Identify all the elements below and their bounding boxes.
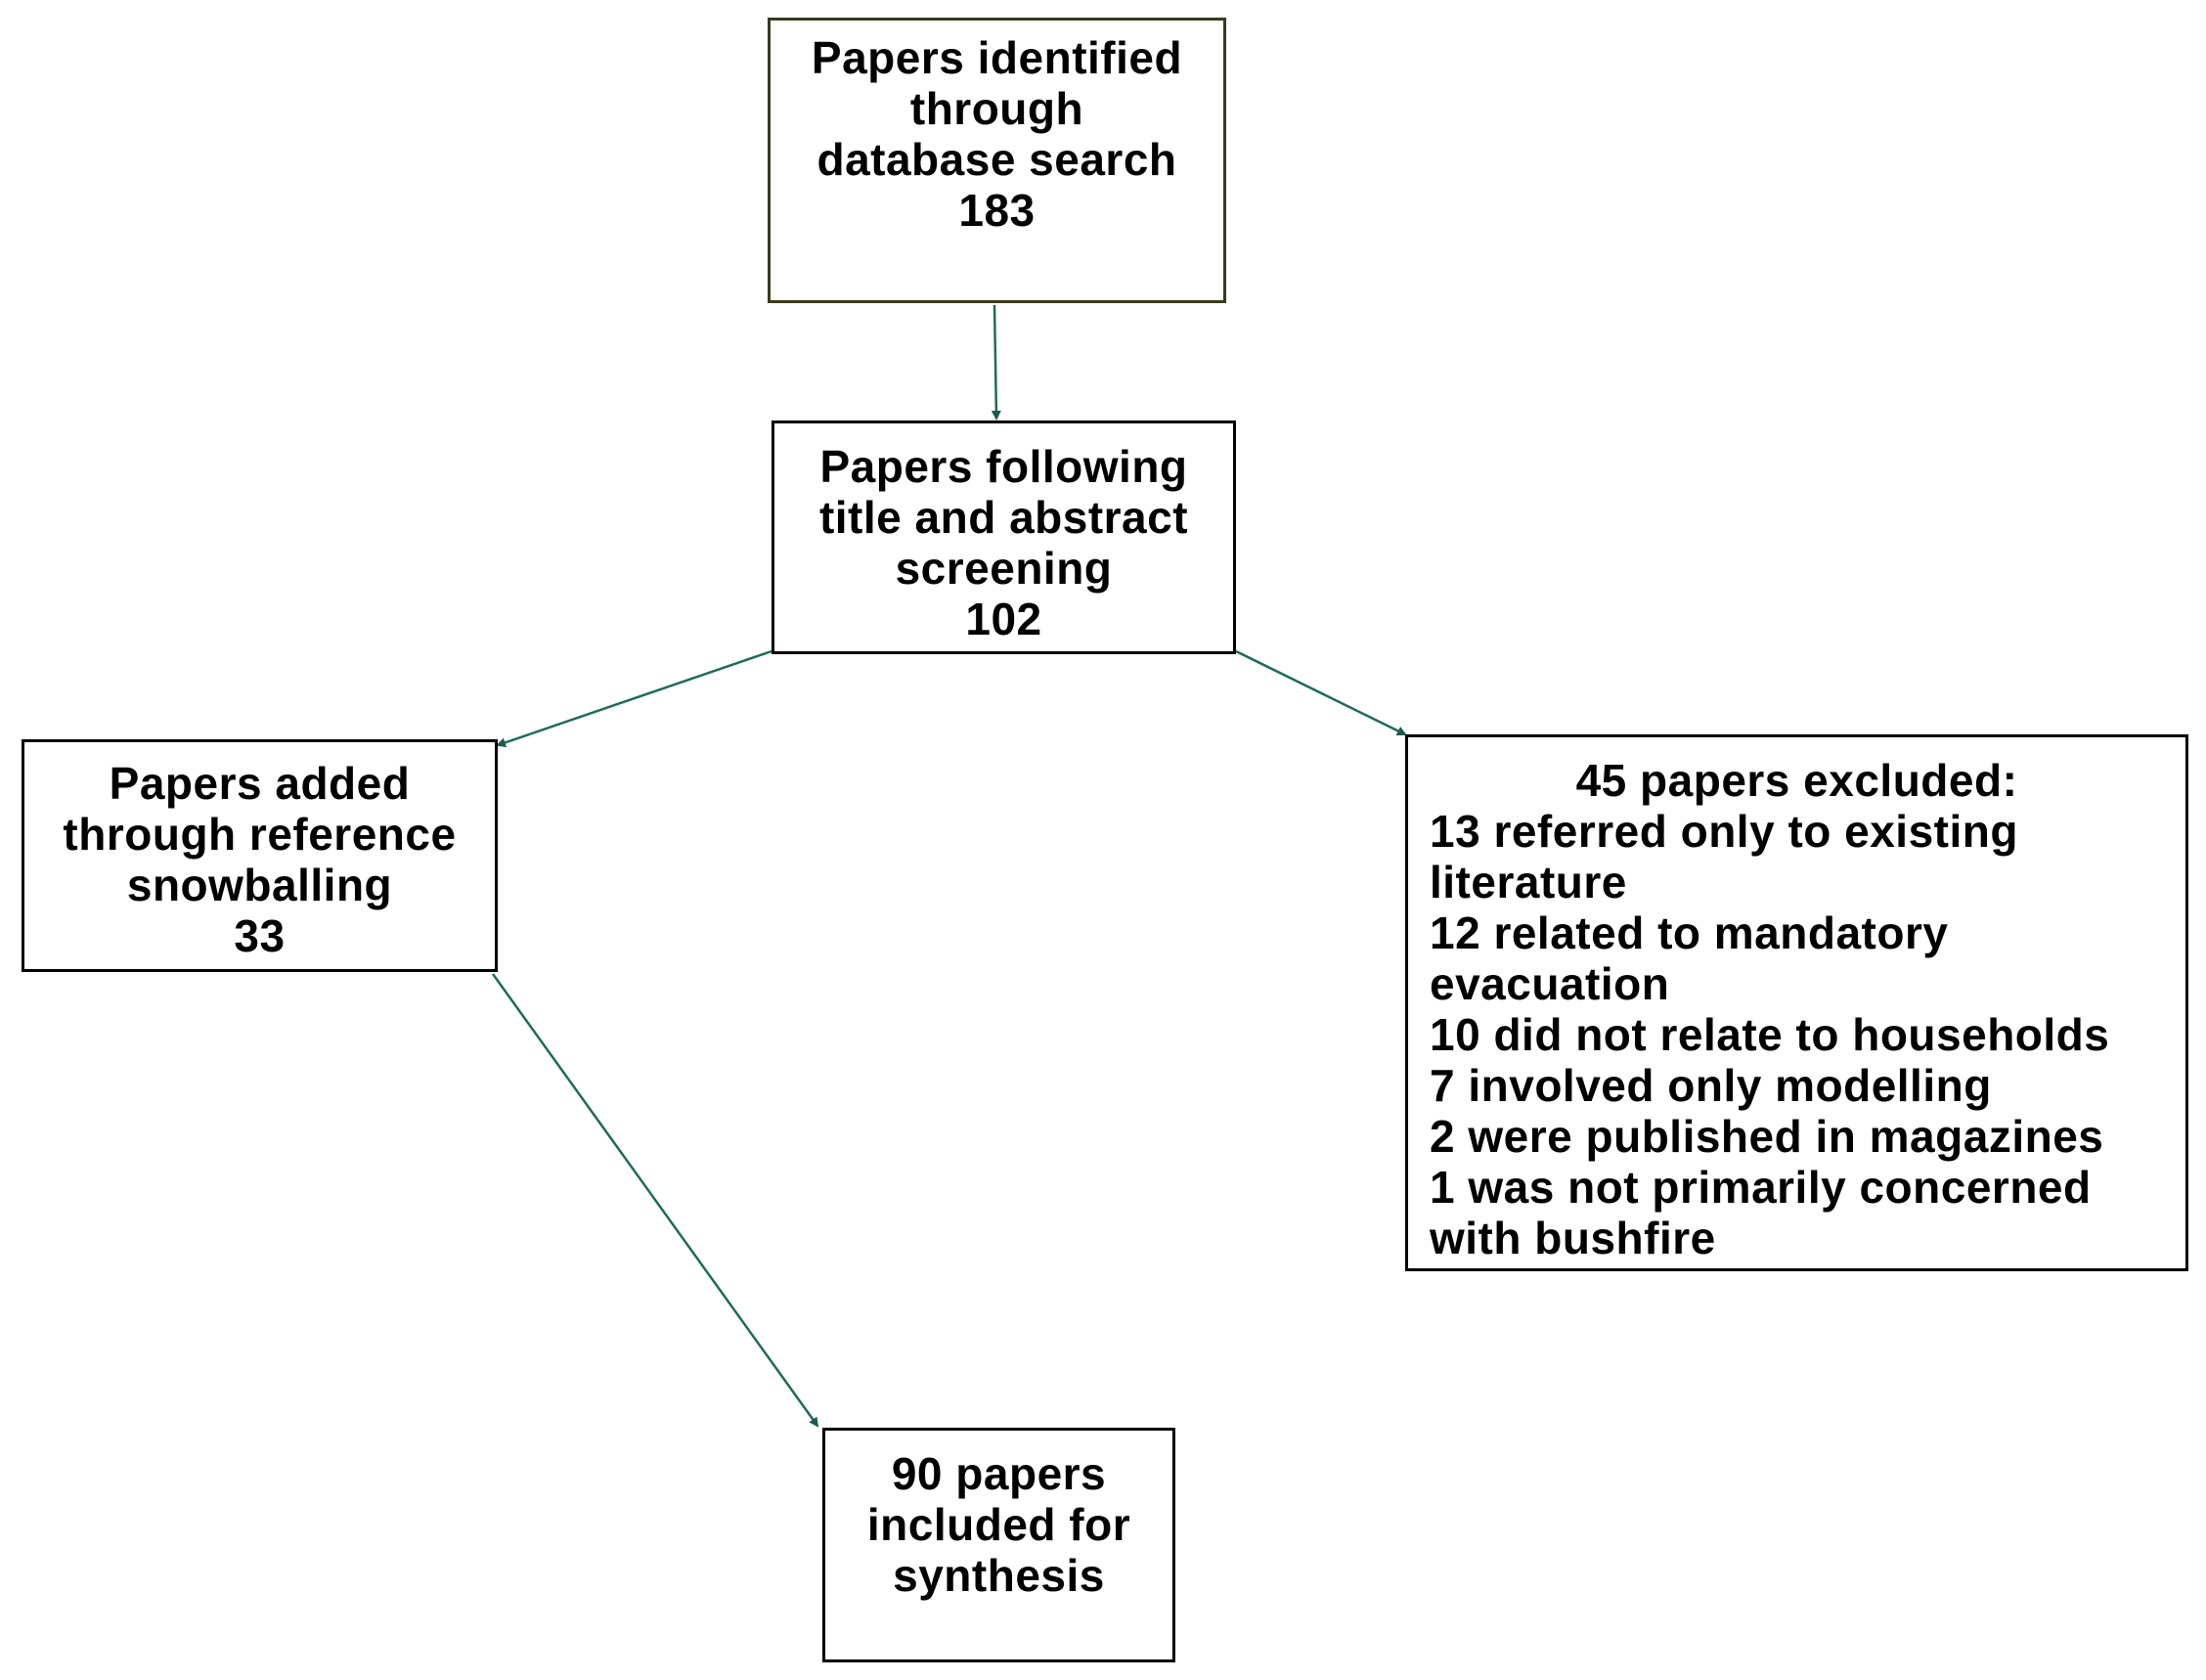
excluded-title: 45 papers excluded: xyxy=(1575,755,2018,806)
search-line-1: Papers identified xyxy=(811,32,1183,83)
arrow-screening-to-snowball xyxy=(496,649,772,748)
excluded-reason-line: 1 was not primarily concerned xyxy=(1430,1162,2092,1213)
screening-line-3: screening xyxy=(895,543,1113,594)
screening-count: 102 xyxy=(965,594,1042,644)
excluded-reason-line: with bushfire xyxy=(1430,1213,1716,1263)
screening-line-1: Papers following xyxy=(819,441,1188,492)
excluded-reason-line: 13 referred only to existing xyxy=(1430,806,2018,857)
snowball-line-3: snowballing xyxy=(126,860,393,910)
excluded-reason-line: evacuation xyxy=(1430,958,1670,1009)
search-count: 183 xyxy=(958,185,1036,236)
snowball-line-1: Papers added xyxy=(109,758,411,809)
search-line-2: through xyxy=(909,83,1084,134)
screening-box: Papers following title and abstract scre… xyxy=(772,420,1236,654)
excluded-reason-line: 12 related to mandatory xyxy=(1430,907,1949,958)
excluded-papers-box: 45 papers excluded: 13 referred only to … xyxy=(1405,734,2188,1271)
screening-line-2: title and abstract xyxy=(818,492,1189,543)
included-line-2: included for xyxy=(866,1499,1131,1550)
excluded-reason-line: 7 involved only modelling xyxy=(1430,1060,1992,1111)
search-line-3: database search xyxy=(816,134,1177,185)
snowball-count: 33 xyxy=(234,910,286,961)
included-line-1: 90 papers xyxy=(891,1448,1107,1499)
arrow-screening-to-excluded xyxy=(1235,649,1407,736)
arrow-snowball-to-included xyxy=(491,973,819,1428)
snowball-line-2: through reference xyxy=(63,809,457,860)
arrow-search-to-screening xyxy=(991,304,1001,420)
database-search-box: Papers identified through database searc… xyxy=(768,18,1226,303)
excluded-reason-line: literature xyxy=(1430,857,1627,907)
excluded-reason-line: 2 were published in magazines xyxy=(1430,1111,2104,1162)
snowballing-box: Papers added through reference snowballi… xyxy=(22,739,498,972)
excluded-reason-line: 10 did not relate to households xyxy=(1430,1009,2110,1060)
included-line-3: synthesis xyxy=(893,1550,1105,1601)
included-synthesis-box: 90 papers included for synthesis xyxy=(822,1428,1175,1662)
